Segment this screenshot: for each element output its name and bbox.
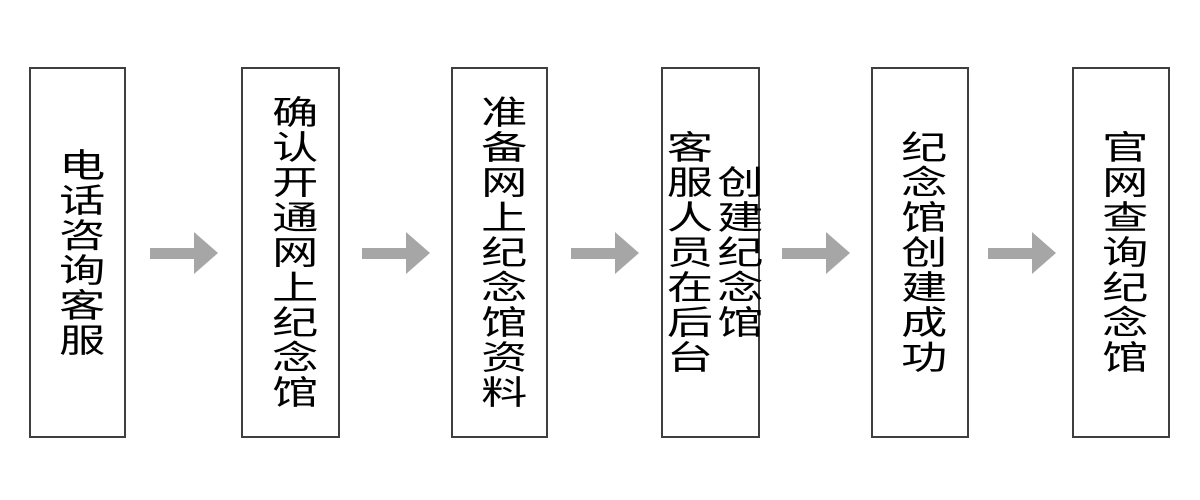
- flow-step-3: 准备网上纪念馆资料: [451, 67, 548, 438]
- arrow-right-icon: [150, 232, 218, 274]
- arrow-right-icon: [988, 232, 1056, 274]
- flow-step-5: 纪念馆创建成功: [871, 67, 969, 438]
- flow-step-6: 官网查询纪念馆: [1072, 67, 1170, 438]
- arrow-right-icon: [571, 232, 639, 274]
- flow-step-2-label: 确认开通网上纪念馆: [265, 95, 318, 410]
- arrow-right-icon: [362, 232, 430, 274]
- arrow-right-icon: [782, 232, 850, 274]
- flow-step-6-label: 官网查询纪念馆: [1095, 130, 1148, 375]
- flow-step-4-label: 客服人员在后台 创建纪念馆: [660, 130, 763, 375]
- flow-step-2: 确认开通网上纪念馆: [241, 67, 340, 438]
- flow-step-3-label: 准备网上纪念馆资料: [474, 95, 527, 410]
- flow-step-1-label: 电话咨询客服: [52, 147, 105, 358]
- flow-step-1: 电话咨询客服: [29, 67, 126, 438]
- flow-step-4: 客服人员在后台 创建纪念馆: [660, 67, 763, 438]
- flow-step-5-label: 纪念馆创建成功: [894, 130, 947, 375]
